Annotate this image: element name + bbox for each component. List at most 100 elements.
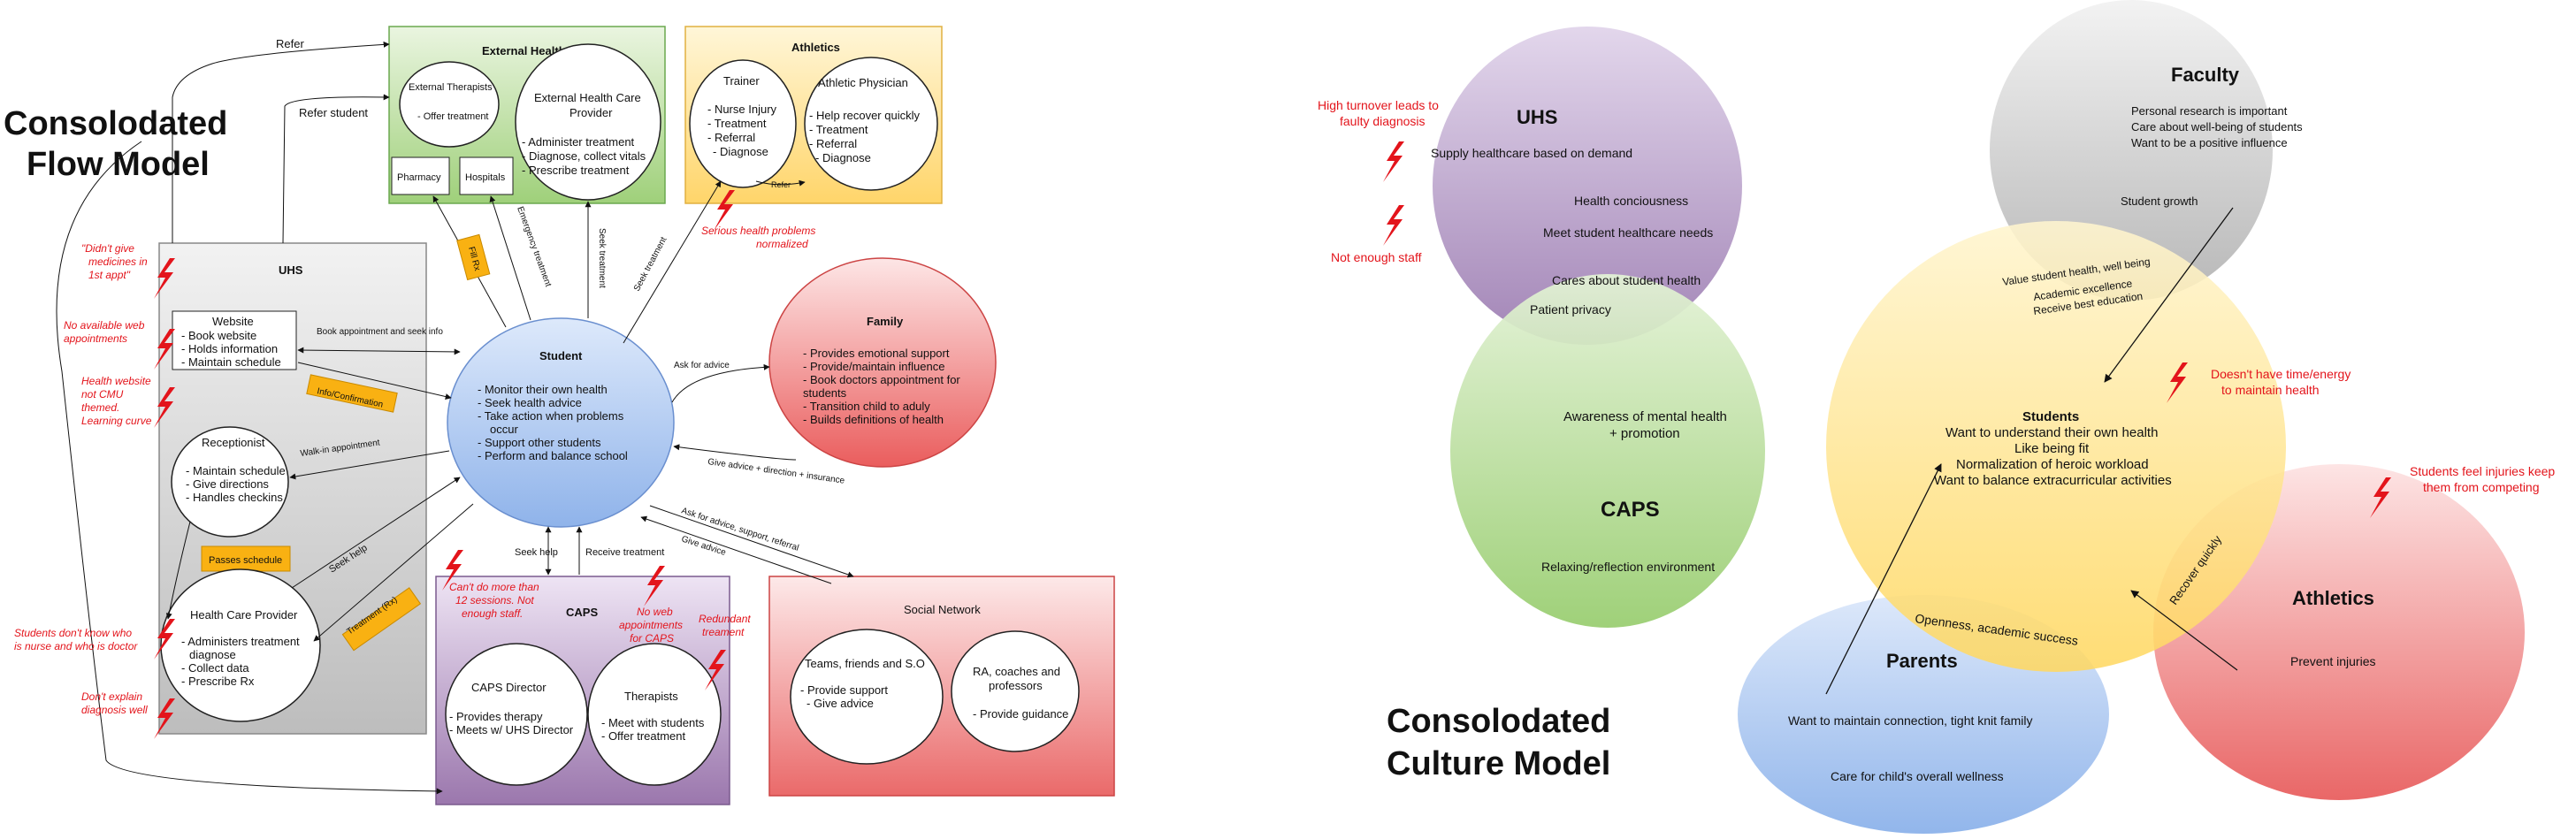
refer-student-label: Refer student [299,106,368,119]
teams-friends-node [790,629,944,765]
flow-title-line2: Flow Model [27,146,210,183]
health-care-provider-title: Health Care Provider [190,608,298,622]
uhs-title: UHS [279,263,303,277]
family-node [768,257,997,468]
receptionist-item-2: - Give directions [186,477,269,491]
culture-title-line1: Consolodated [1387,703,1610,740]
seek-help-label-2: Seek help [515,547,558,558]
caps-therapists-node [587,643,722,786]
trainer-title: Trainer [723,74,760,88]
breakdown-website-cmu-4: Learning curve [81,415,152,427]
provider-to-student-seek-help [291,477,461,589]
receptionist-node [171,426,289,538]
student-to-trainer-arrow [623,180,722,344]
info-confirmation-tag [306,374,398,413]
athletic-physician-item-1: - Help recover quickly [809,109,920,122]
refer-label-athletics: Refer [771,180,791,189]
website-title: Website [212,315,254,328]
book-appointment-label: Book appointment and seek info [317,327,443,337]
health-care-provider-item-3: - Collect data [181,661,249,675]
parents-to-students-arrow [1825,463,1942,695]
health-care-provider-node [160,568,321,722]
website-item-1: - Book website [181,329,256,342]
health-care-provider-item-4: - Prescribe Rx [181,675,255,688]
breakdown-didnt-give-2: medicines in [88,256,148,268]
external-provider-title-1: External Health Care [534,91,641,104]
culture-parents-item-1: Want to maintain connection, tight knit … [1788,713,2033,728]
breakdown-didnt-give-3: 1st appt" [88,269,131,281]
athletics-group: Athletics Trainer - Nurse Injury - Treat… [684,26,943,204]
culture-uhs-title: UHS [1517,106,1557,128]
social-network-group: Social Network Teams, friends and S.O - … [768,576,1115,797]
breakdown-sessions-3: enough staff. [462,607,523,620]
treatment-rx-tag [341,587,422,652]
student-item-2: - Seek health advice [478,396,582,409]
breakdown-sessions-1: Can't do more than [449,581,539,593]
website-item-2: - Holds information [181,342,278,355]
pharmacy-box [391,156,450,195]
culture-athletics-title: Athletics [2292,587,2374,609]
website-box [172,310,297,370]
pharmacy-label: Pharmacy [397,172,441,183]
external-provider-item-1: - Administer treatment [522,135,635,149]
fill-rx-tag [456,233,491,281]
family-item-3: - Book doctors appointment for [803,373,960,386]
culture-uhs-item-1: Supply healthcare based on demand [1431,146,1632,160]
culture-faculty-item-2: Care about well-being of students [2131,120,2303,133]
culture-uhs-item-3: Meet student healthcare needs [1543,225,1713,240]
refer-label-top: Refer [276,37,304,50]
external-provider-title-2: Provider [569,106,613,119]
athletic-physician-title: Athletic Physician [818,76,908,89]
trainer-node [689,59,797,188]
social-network-title: Social Network [904,603,981,616]
trainer-item-2: - Treatment [707,117,767,130]
student-title: Student [539,349,583,362]
breakdown-no-web-caps-3: for CAPS [630,632,674,645]
give-advice-social-label: Give advice [680,534,728,558]
students-circle [1826,221,2286,672]
culture-breakdown-injuries-1: Students feel injuries keep [2410,464,2555,478]
trainer-item-1: - Nurse Injury [707,103,777,116]
culture-athletics-item-1: Prevent injuries [2290,654,2376,668]
culture-parents-item-2: Care for child's overall wellness [1831,769,2004,783]
athletic-physician-item-4: - Diagnose [815,151,871,164]
student-item-4: occur [490,423,518,436]
receptionist-title: Receptionist [202,436,265,449]
uhs-circle [1433,27,1742,345]
caps-therapists-item-1: - Meet with students [601,716,705,729]
breakdown-nurse-doctor-1: Students don't know who [14,627,132,639]
website-item-3: - Maintain schedule [181,355,281,369]
student-group: Student - Monitor their own health - See… [447,317,675,528]
breakdown-dont-explain-2: diagnosis well [81,704,148,716]
external-therapists-item: - Offer treatment [417,111,489,122]
trainer-item-4: - Diagnose [713,145,768,158]
social-to-student-arrow [640,515,832,584]
family-item-5: - Transition child to aduly [803,400,930,413]
teams-friends-item-1: - Provide support [800,683,888,697]
culture-breakdown-time-2: to maintain health [2221,383,2320,397]
student-item-1: - Monitor their own health [478,383,608,396]
website-to-student-arrow [297,362,452,400]
culture-title-line2: Culture Model [1387,745,1610,782]
family-group: Family - Provides emotional support - Pr… [768,257,997,468]
culture-students-title: Students [2022,409,2079,424]
passes-schedule-label: Passes schedule [209,555,282,566]
student-node [447,317,675,528]
hospitals-label: Hospitals [465,172,506,183]
breakdown-website-cmu-2: not CMU [81,388,124,400]
culture-breakdown-turnover-2: faulty diagnosis [1340,114,1426,128]
student-item-3: - Take action when problems [478,409,624,423]
refer-student-arrow [282,94,390,244]
seek-treatment-label-1: Seek treatment [597,228,607,288]
culture-caps-item-2: + promotion [1609,426,1680,441]
athletic-physician-item-3: - Referral [809,137,857,150]
breakdown-sessions-2: 12 sessions. Not [455,594,534,606]
flow-breakdowns: "Didn't give medicines in 1st appt" No a… [14,225,815,716]
external-provider-item-2: - Diagnose, collect vitals [522,149,646,163]
family-item-1: - Provides emotional support [803,347,950,360]
receive-treatment-label: Receive treatment [585,547,664,558]
family-to-student-arrow [673,444,797,461]
breakdown-website-cmu-1: Health website [81,375,151,387]
ra-coaches-node [951,630,1080,752]
culture-parents-title: Parents [1886,650,1958,672]
